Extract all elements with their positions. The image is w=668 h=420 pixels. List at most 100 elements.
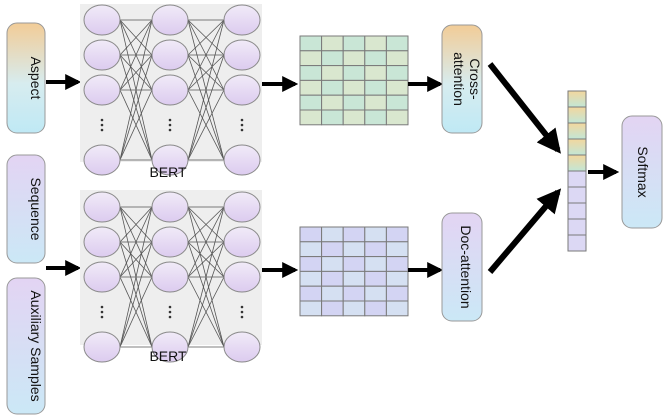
- network-node: [151, 144, 189, 176]
- grid-cell: [364, 94, 387, 111]
- network-edge: [187, 241, 225, 348]
- cross-attention-box: Cross- attention: [441, 24, 483, 134]
- grid-cell: [385, 241, 409, 258]
- network-edge: [119, 19, 153, 56]
- grid-cell: [364, 50, 387, 67]
- grid-cell: [385, 35, 409, 52]
- network-edge: [119, 19, 153, 91]
- dots-icon: [168, 305, 172, 319]
- network-node: [83, 74, 121, 106]
- cross-attention-label-line1: Cross-: [467, 58, 483, 100]
- auxiliary-samples-label: Auxiliary Samples: [28, 290, 44, 401]
- vector-cell: [567, 138, 587, 156]
- grid-cell: [364, 285, 387, 302]
- network-edge: [187, 241, 225, 278]
- bert-top-label: BERT: [149, 164, 187, 180]
- grid-cell: [364, 79, 387, 96]
- network-node: [223, 191, 261, 223]
- network-node: [151, 74, 189, 106]
- network-edge: [187, 276, 225, 348]
- network-edge: [187, 54, 225, 91]
- grid-cell: [342, 285, 366, 302]
- network-node: [223, 331, 261, 363]
- network-edges: [119, 19, 225, 161]
- network-edge: [187, 19, 225, 91]
- network-edge: [119, 89, 153, 161]
- grid-cell: [299, 94, 323, 111]
- grid-cell: [342, 300, 366, 317]
- vector-cell: [567, 186, 587, 204]
- network-node: [83, 331, 121, 363]
- grid-cell: [364, 256, 387, 272]
- grid-cell: [342, 241, 366, 258]
- grid-cell: [385, 94, 409, 111]
- network-edge: [119, 241, 153, 348]
- grid-cell: [321, 270, 344, 287]
- network-node: [83, 144, 121, 176]
- network-edge: [187, 54, 225, 161]
- grid-cell: [385, 256, 409, 272]
- grid-cell: [299, 65, 323, 81]
- vector-cell: [567, 218, 587, 236]
- network-node: [151, 331, 189, 363]
- grid-cell: [321, 285, 344, 302]
- grid-cell: [364, 109, 387, 126]
- network-edge: [119, 54, 153, 91]
- grid-cell: [321, 226, 344, 243]
- vector-cell: [567, 202, 587, 220]
- dots-icon: [100, 118, 104, 132]
- vector-cell: [567, 122, 587, 140]
- arrow-cross-attention-to-vector: [487, 62, 561, 154]
- network-node: [151, 226, 189, 258]
- grid-cell: [342, 79, 366, 96]
- aspect-input-box: Aspect: [6, 22, 46, 134]
- network-node: [223, 144, 261, 176]
- grid-cell: [299, 256, 323, 272]
- network-edge: [119, 19, 153, 161]
- grid-cell: [321, 241, 344, 258]
- network-node: [151, 39, 189, 71]
- bert-bottom-network: [83, 191, 261, 363]
- dots-icon: [100, 305, 104, 319]
- vector-cell: [567, 170, 587, 188]
- network-edge: [187, 206, 225, 278]
- network-edge: [119, 206, 153, 348]
- arrow-doc-attention-to-vector: [487, 188, 562, 274]
- network-edge: [119, 54, 153, 161]
- vector-cell: [567, 154, 587, 172]
- network-node: [223, 226, 261, 258]
- grid-cell: [321, 109, 344, 126]
- sequence-input-box: Sequence: [6, 154, 46, 264]
- grid-cell: [342, 109, 366, 126]
- softmax-label: Softmax: [635, 146, 651, 197]
- grid-cell: [342, 65, 366, 81]
- sequence-label: Sequence: [28, 177, 44, 240]
- grid-cell: [342, 270, 366, 287]
- dots-icon: [240, 118, 244, 132]
- network-node: [151, 261, 189, 293]
- network-node: [83, 226, 121, 258]
- grid-cell: [385, 79, 409, 96]
- grid-cell: [385, 270, 409, 287]
- network-node: [83, 4, 121, 36]
- cross-attention-label-line2: attention: [451, 52, 467, 106]
- network-edge: [119, 206, 153, 278]
- grid-cell: [342, 35, 366, 52]
- vector-cell: [567, 234, 587, 252]
- network-node: [223, 74, 261, 106]
- network-edge: [187, 206, 225, 243]
- grid-cell: [299, 270, 323, 287]
- grid-cell: [364, 241, 387, 258]
- grid-cell: [364, 300, 387, 317]
- embedding-grid-top: [299, 35, 409, 126]
- grid-cell: [342, 256, 366, 272]
- network-node: [223, 261, 261, 293]
- bert-top-network: [83, 4, 261, 176]
- grid-cell: [321, 35, 344, 52]
- grid-cell: [299, 50, 323, 67]
- grid-cell: [321, 50, 344, 67]
- network-node: [223, 39, 261, 71]
- concat-vector: [567, 90, 587, 252]
- grid-cell: [321, 79, 344, 96]
